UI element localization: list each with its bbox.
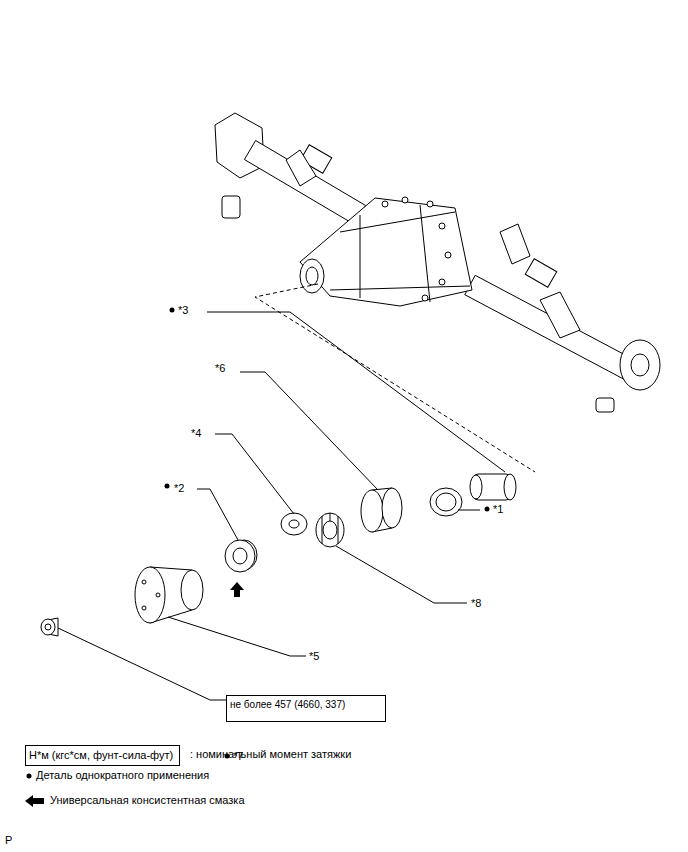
assembly-line xyxy=(255,284,535,472)
callout-number: *6 xyxy=(215,362,225,375)
bearing-cone-part xyxy=(316,513,344,547)
grease-arrow xyxy=(230,582,244,597)
callout-number: *4 xyxy=(191,427,201,440)
legend-dot-sample xyxy=(27,774,32,779)
axle-housing xyxy=(215,113,660,412)
legend-text: Универсальная консистентная смазка xyxy=(50,794,245,807)
single-use-marks xyxy=(165,308,490,759)
nut-part xyxy=(41,619,55,635)
box-text: не более 457 (4660, 337) xyxy=(230,699,345,711)
legend-torque-box: Н*м (кгс*см, фунт-сила-фут) xyxy=(25,745,180,766)
torque-spec-box: не более 457 (4660, 337) xyxy=(226,695,386,722)
callout-number: *1 xyxy=(493,503,503,516)
ring-part xyxy=(430,488,462,516)
parts xyxy=(41,474,516,636)
callout-number: *8 xyxy=(471,597,481,610)
box-text: Н*м (кгс*см, фунт-сила-фут) xyxy=(29,749,173,762)
page-mark: P xyxy=(5,834,12,847)
legend-text: Деталь однократного применения xyxy=(36,769,209,782)
leader-lines xyxy=(58,312,505,700)
washer-part xyxy=(281,513,307,535)
callout-number: *5 xyxy=(309,650,319,663)
oil-seal-part xyxy=(225,540,255,572)
legend-note: : номинальный момент затяжки xyxy=(190,748,351,761)
flange-part xyxy=(135,567,165,623)
legend-arrow-sample xyxy=(25,795,44,807)
bearing-cup-part xyxy=(361,490,383,532)
callout-number: *3 xyxy=(178,304,188,317)
callout-number: *2 xyxy=(174,482,184,495)
